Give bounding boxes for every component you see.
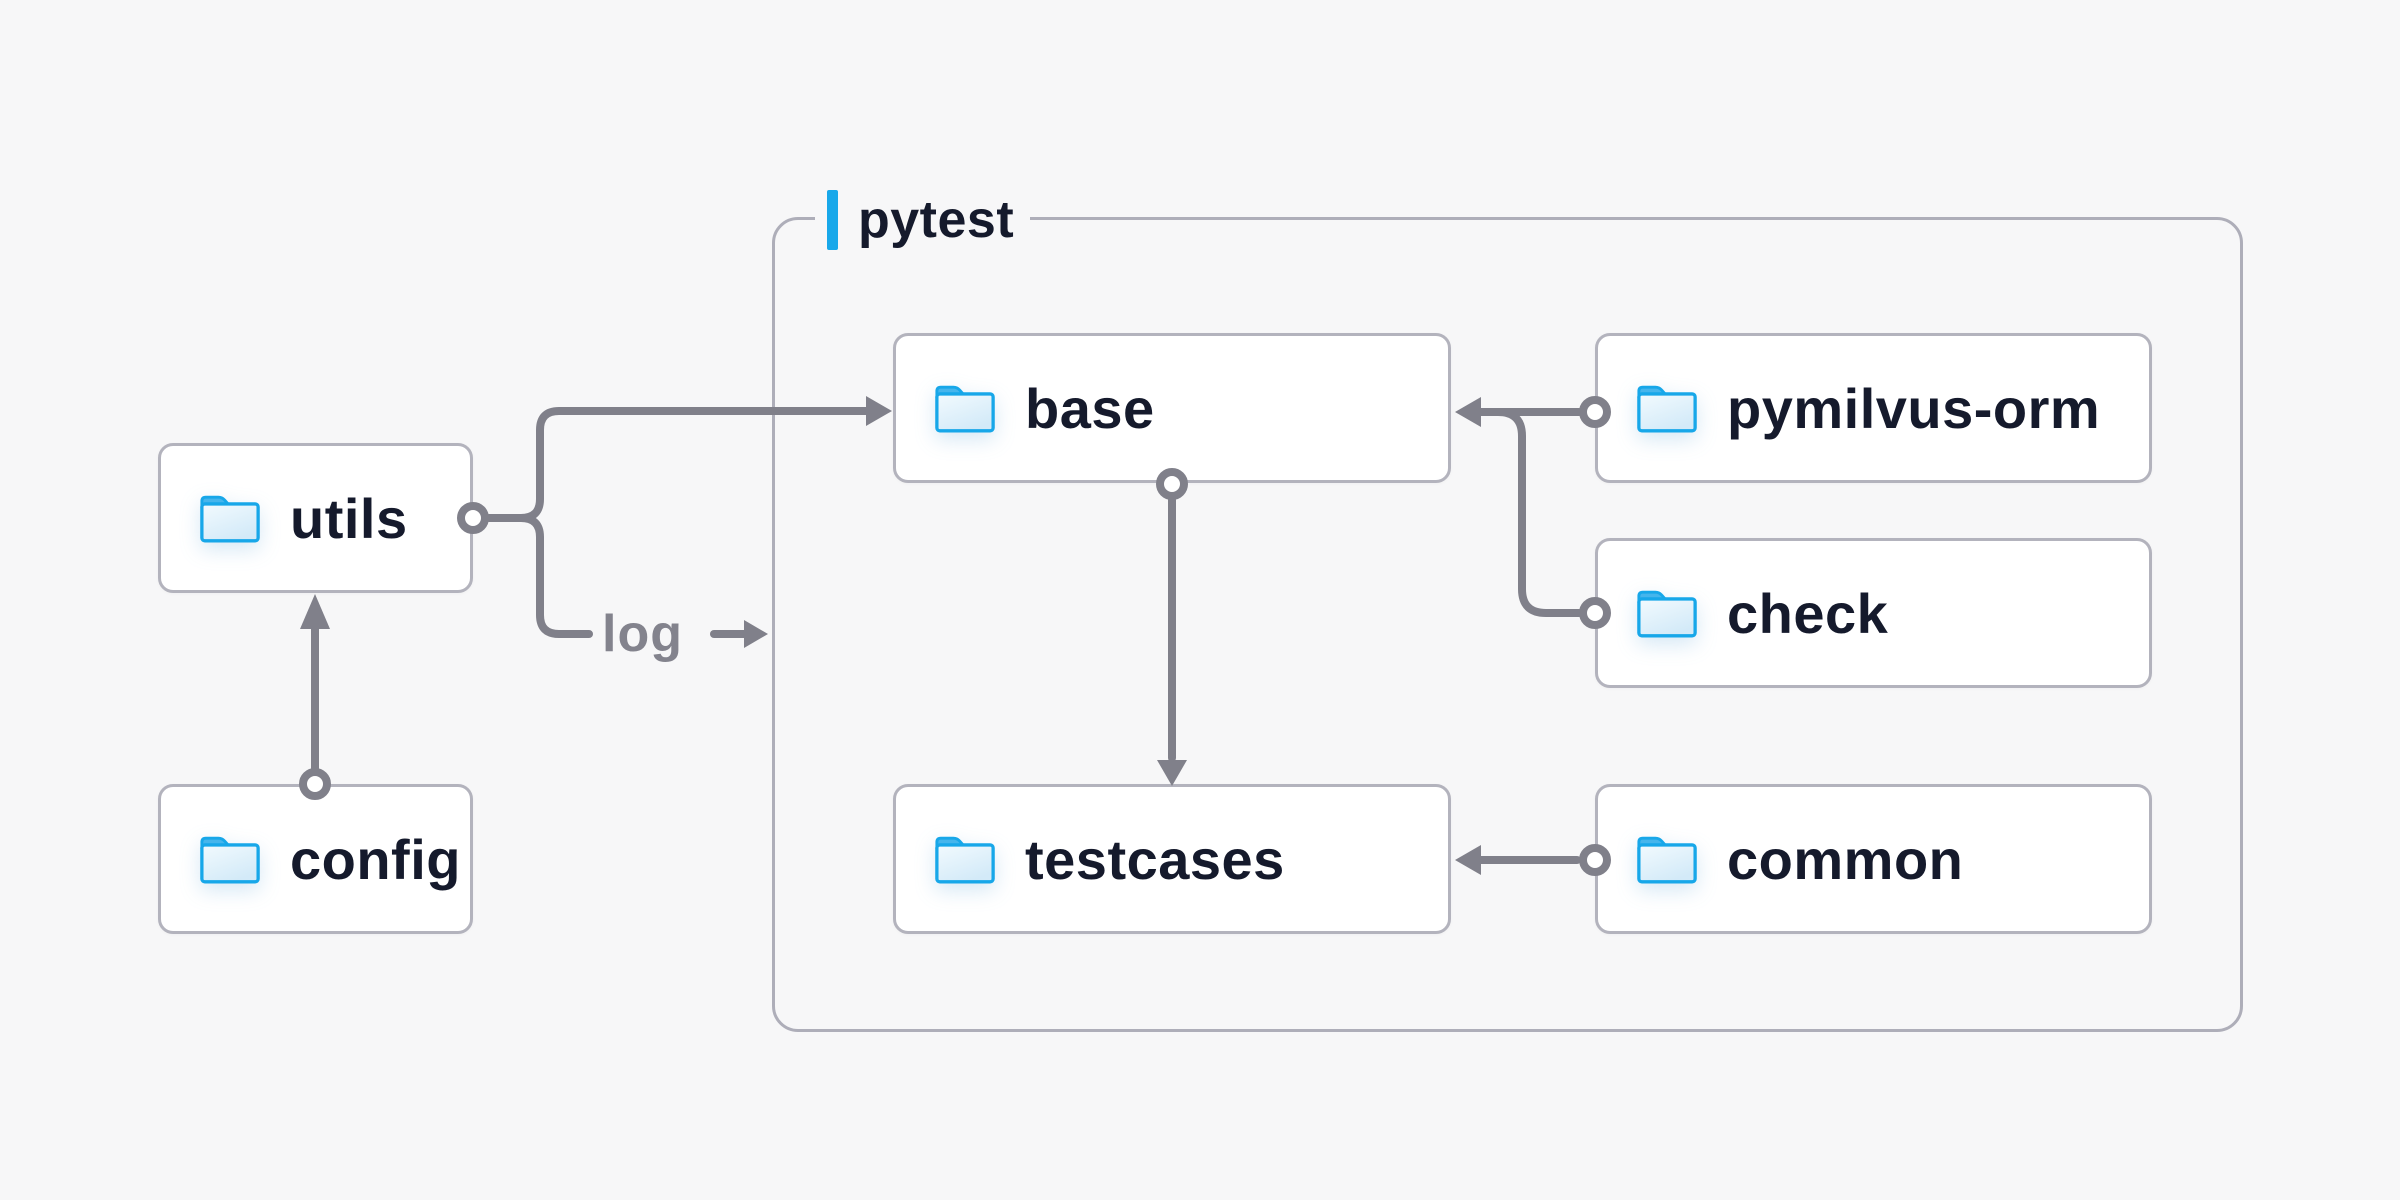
node-label: base xyxy=(1025,376,1155,440)
node-label: testcases xyxy=(1025,827,1285,891)
folder-icon xyxy=(1637,836,1697,883)
arrowhead-into-utils xyxy=(300,594,330,629)
node-common[interactable]: common xyxy=(1595,784,2152,934)
node-pymilvus-orm[interactable]: pymilvus-orm xyxy=(1595,333,2152,483)
node-label: utils xyxy=(290,486,408,550)
node-testcases[interactable]: testcases xyxy=(893,784,1451,934)
edge-utils-log xyxy=(517,514,593,638)
folder-icon xyxy=(200,495,260,542)
folder-icon xyxy=(1637,590,1697,637)
pytest-group-label: pytest xyxy=(815,189,1031,251)
arrowhead-log xyxy=(744,620,768,648)
pytest-group[interactable]: pytest xyxy=(772,189,2243,1032)
group-accent-bar xyxy=(827,190,838,250)
folder-icon xyxy=(935,385,995,432)
folder-icon xyxy=(200,836,260,883)
group-label-text: pytest xyxy=(858,191,1015,249)
node-label: config xyxy=(290,827,461,891)
node-base[interactable]: base xyxy=(893,333,1451,483)
node-config[interactable]: config xyxy=(158,784,473,934)
node-label: pymilvus-orm xyxy=(1727,376,2101,440)
folder-icon xyxy=(935,836,995,883)
node-utils[interactable]: utils xyxy=(158,443,473,593)
folder-icon xyxy=(1637,385,1697,432)
node-check[interactable]: check xyxy=(1595,538,2152,688)
edge-label-log: log xyxy=(602,605,683,663)
node-label: common xyxy=(1727,827,1964,891)
node-label: check xyxy=(1727,581,1889,645)
